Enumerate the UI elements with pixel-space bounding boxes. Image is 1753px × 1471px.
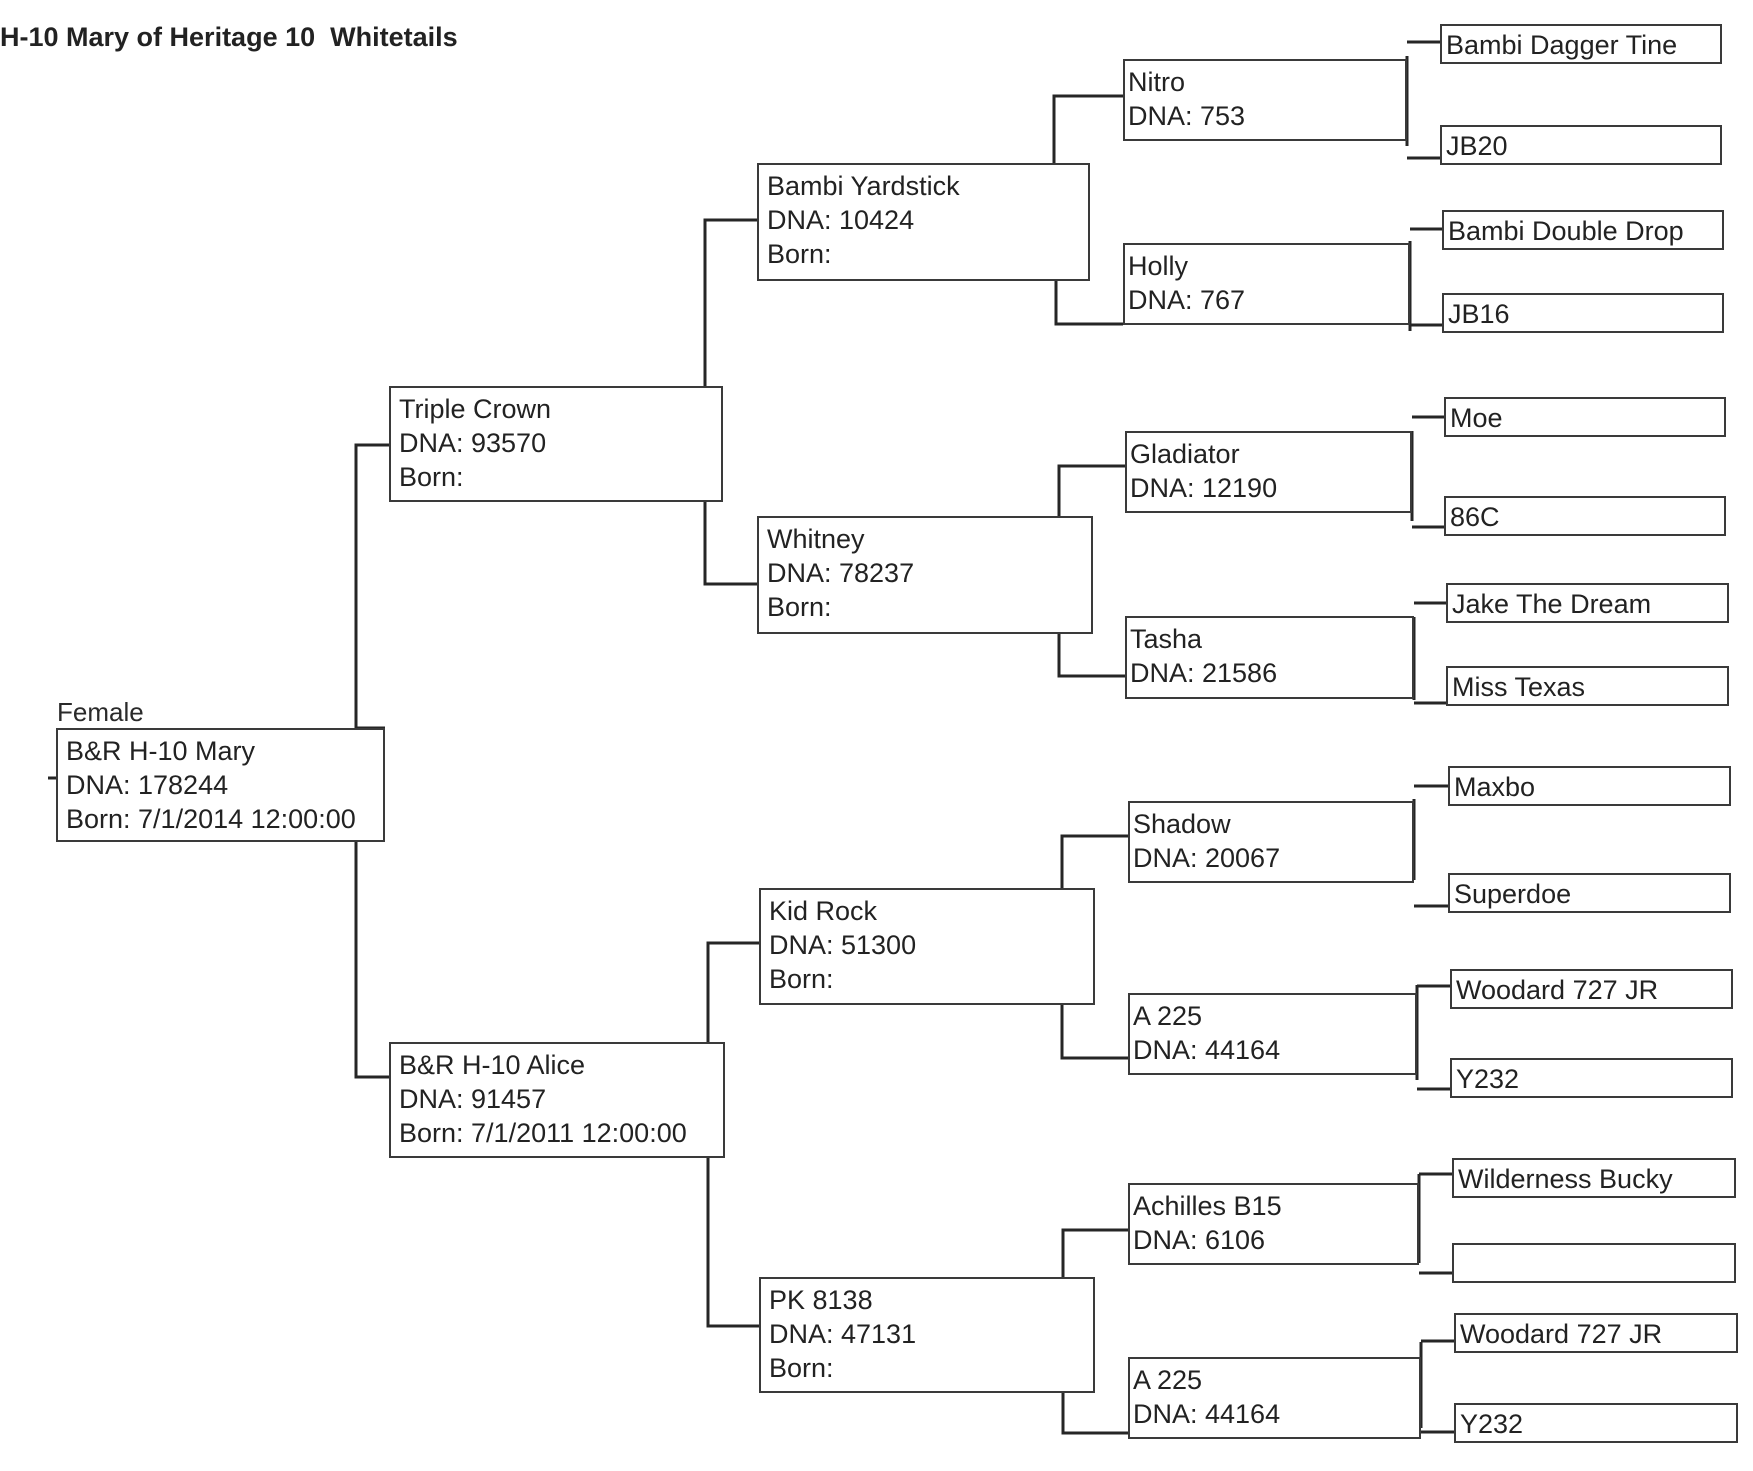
sex-label: Female: [57, 697, 144, 727]
pedigree-box-great-grandparent[interactable]: A 225 DNA: 44164: [1128, 993, 1417, 1075]
pedigree-box-great-grandparent[interactable]: Shadow DNA: 20067: [1128, 801, 1414, 883]
pedigree-box-great-great-grandparent[interactable]: 86C: [1444, 496, 1726, 536]
animal-name: Superdoe: [1454, 879, 1572, 909]
pedigree-box-great-grandparent[interactable]: Achilles B15 DNA: 6106: [1128, 1183, 1419, 1265]
dna-number: DNA: 21586: [1130, 658, 1278, 688]
born-date: Born:: [769, 964, 834, 994]
dna-number: DNA: 6106: [1133, 1225, 1266, 1255]
animal-name: Miss Texas: [1452, 672, 1586, 702]
pedigree-box-subject[interactable]: B&R H-10 Mary DNA: 178244 Born: 7/1/2014…: [56, 728, 385, 842]
pedigree-box-great-grandparent[interactable]: Nitro DNA: 753: [1123, 59, 1407, 141]
pedigree-box-great-great-grandparent[interactable]: Woodard 727 JR: [1454, 1313, 1738, 1353]
animal-name: Wilderness Bucky: [1458, 1164, 1673, 1194]
pedigree-box-great-great-grandparent[interactable]: JB20: [1440, 125, 1722, 165]
animal-name: Bambi Dagger Tine: [1446, 30, 1678, 60]
dna-number: DNA: 44164: [1133, 1399, 1281, 1429]
pedigree-box-dam[interactable]: B&R H-10 Alice DNA: 91457 Born: 7/1/2011…: [389, 1042, 725, 1158]
pedigree-box-great-great-grandparent[interactable]: Superdoe: [1448, 873, 1731, 913]
page-title: H-10 Mary of Heritage 10 Whitetails: [0, 22, 458, 52]
animal-name: PK 8138: [769, 1285, 873, 1315]
animal-name: Woodard 727 JR: [1456, 975, 1659, 1005]
pedigree-box-great-great-grandparent[interactable]: Wilderness Bucky: [1452, 1158, 1736, 1198]
animal-name: Holly: [1128, 251, 1189, 281]
animal-name: Nitro: [1128, 67, 1186, 97]
born-date: Born: 7/1/2014 12:00:00: [66, 804, 356, 834]
born-date: Born:: [767, 592, 832, 622]
animal-name: Triple Crown: [399, 394, 552, 424]
animal-name: Y232: [1456, 1064, 1520, 1094]
pedigree-box-great-great-grandparent[interactable]: Y232: [1450, 1058, 1733, 1098]
animal-name: Moe: [1450, 403, 1503, 433]
animal-name: Achilles B15: [1133, 1191, 1282, 1221]
animal-name: A 225: [1133, 1001, 1203, 1031]
pedigree-box-great-grandparent[interactable]: Gladiator DNA: 12190: [1125, 431, 1412, 513]
animal-name: Jake The Dream: [1452, 589, 1652, 619]
born-date: Born:: [399, 462, 464, 492]
animal-name: Maxbo: [1454, 772, 1536, 802]
animal-name: B&R H-10 Alice: [399, 1050, 586, 1080]
born-date: Born:: [767, 239, 832, 269]
dna-number: DNA: 767: [1128, 285, 1246, 315]
dna-number: DNA: 78237: [767, 558, 915, 588]
animal-name: B&R H-10 Mary: [66, 736, 256, 766]
animal-name: JB16: [1448, 299, 1510, 329]
pedigree-box-great-great-grandparent[interactable]: [1452, 1243, 1736, 1283]
pedigree-box-grandparent[interactable]: PK 8138 DNA: 47131 Born:: [759, 1277, 1095, 1393]
animal-name: Woodard 727 JR: [1460, 1319, 1663, 1349]
pedigree-box-sire[interactable]: Triple Crown DNA: 93570 Born:: [389, 386, 723, 502]
dna-number: DNA: 12190: [1130, 473, 1278, 503]
pedigree-box-great-great-grandparent[interactable]: Moe: [1444, 397, 1726, 437]
pedigree-box-grandparent[interactable]: Bambi Yardstick DNA: 10424 Born:: [757, 163, 1090, 281]
dna-number: DNA: 51300: [769, 930, 917, 960]
animal-name: Gladiator: [1130, 439, 1240, 469]
animal-name: Bambi Yardstick: [767, 171, 960, 201]
dna-number: DNA: 47131: [769, 1319, 917, 1349]
pedigree-box-great-grandparent[interactable]: Tasha DNA: 21586: [1125, 616, 1414, 699]
animal-name: Shadow: [1133, 809, 1231, 839]
dna-number: DNA: 93570: [399, 428, 547, 458]
animal-name: Kid Rock: [769, 896, 878, 926]
dna-number: DNA: 178244: [66, 770, 229, 800]
animal-name: A 225: [1133, 1365, 1203, 1395]
pedigree-box-great-great-grandparent[interactable]: Jake The Dream: [1446, 583, 1729, 623]
pedigree-box-great-great-grandparent[interactable]: Bambi Dagger Tine: [1440, 24, 1722, 64]
animal-name: Y232: [1460, 1409, 1524, 1439]
animal-name: Tasha: [1130, 624, 1203, 654]
pedigree-box-great-great-grandparent[interactable]: JB16: [1442, 293, 1724, 333]
animal-name: 86C: [1450, 502, 1500, 532]
dna-number: DNA: 10424: [767, 205, 915, 235]
animal-name: Whitney: [767, 524, 865, 554]
pedigree-box-grandparent[interactable]: Whitney DNA: 78237 Born:: [757, 516, 1093, 634]
dna-number: DNA: 44164: [1133, 1035, 1281, 1065]
pedigree-box-great-great-grandparent[interactable]: Woodard 727 JR: [1450, 969, 1733, 1009]
dna-number: DNA: 753: [1128, 101, 1246, 131]
dna-number: DNA: 20067: [1133, 843, 1281, 873]
born-date: Born: 7/1/2011 12:00:00: [399, 1118, 687, 1148]
animal-name: Bambi Double Drop: [1448, 216, 1684, 246]
pedigree-box-grandparent[interactable]: Kid Rock DNA: 51300 Born:: [759, 888, 1095, 1005]
animal-name: JB20: [1446, 131, 1508, 161]
pedigree-box-great-great-grandparent[interactable]: Maxbo: [1448, 766, 1731, 806]
pedigree-box-great-great-grandparent[interactable]: Miss Texas: [1446, 666, 1729, 706]
pedigree-box-great-great-grandparent[interactable]: Bambi Double Drop: [1442, 210, 1724, 250]
born-date: Born:: [769, 1353, 834, 1383]
pedigree-box-great-great-grandparent[interactable]: Y232: [1454, 1403, 1738, 1443]
dna-number: DNA: 91457: [399, 1084, 547, 1114]
pedigree-box-great-grandparent[interactable]: Holly DNA: 767: [1123, 243, 1410, 325]
pedigree-box-great-grandparent[interactable]: A 225 DNA: 44164: [1128, 1357, 1421, 1439]
